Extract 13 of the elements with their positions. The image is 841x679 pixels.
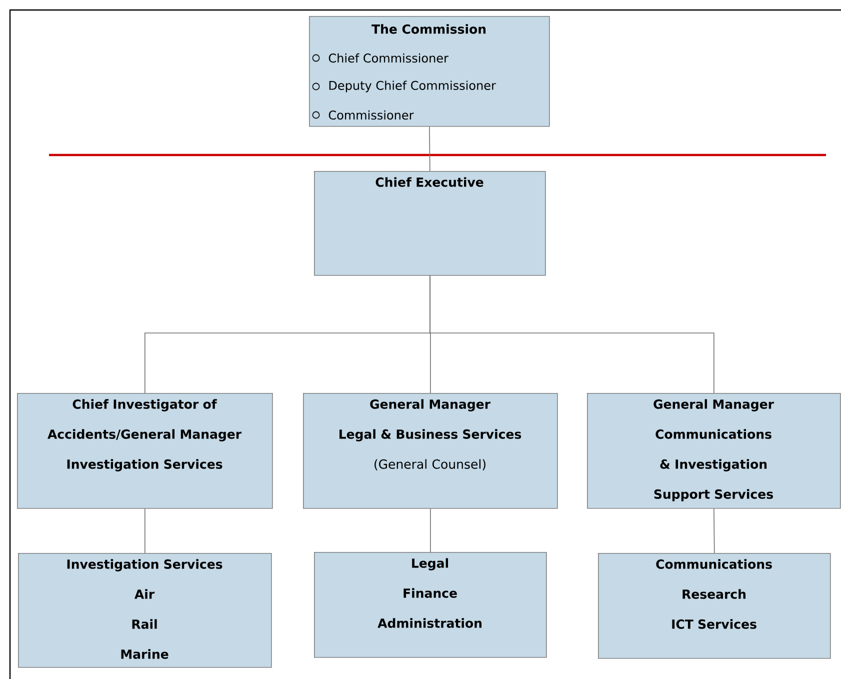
org-box: General Manager Communications & Investigation Support Services <box>587 393 841 509</box>
org-box: Chief Executive <box>314 171 546 276</box>
connector-line <box>430 508 431 552</box>
org-box: Communications Research ICT Services <box>598 553 831 659</box>
connector-line <box>144 508 146 554</box>
org-box: General Manager Legal & Business Services (General Counsel) <box>303 393 558 509</box>
connector-line <box>429 126 430 172</box>
connector-line <box>714 508 715 554</box>
org-box: Chief Investigator of Accidents/General Manager Investigation Services <box>17 393 273 509</box>
org-box: Legal Finance Administration <box>314 552 547 658</box>
org-box: The Commission Chief Commissioner Deputy Chief Commissioner Commissioner <box>309 16 550 127</box>
connector-line <box>430 275 714 394</box>
org-box: Investigation Services Air Rail Marine <box>18 553 272 668</box>
